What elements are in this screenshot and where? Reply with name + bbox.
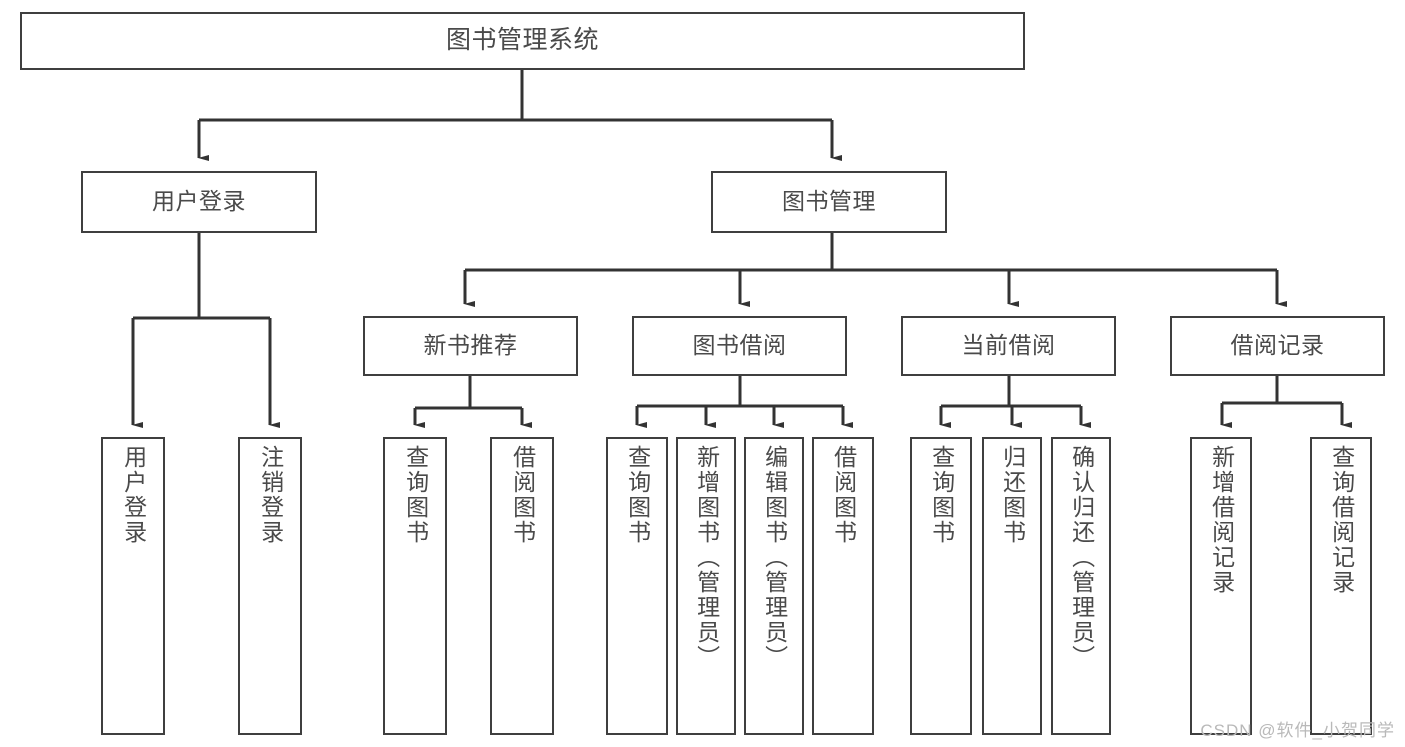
node-leaf-user-login[interactable]: 用户登录 — [101, 437, 165, 735]
node-label: 图书借阅 — [692, 332, 787, 359]
node-user-login[interactable]: 用户登录 — [81, 171, 317, 233]
node-label: 新增借阅记录 — [1208, 445, 1235, 595]
node-label: 查询借阅记录 — [1328, 445, 1355, 595]
node-leaf-logout[interactable]: 注销登录 — [238, 437, 302, 735]
node-label: 图书管理 — [782, 188, 876, 215]
node-leaf-add-book-admin[interactable]: 新增图书（管理员） — [676, 437, 736, 735]
node-label: 注销登录 — [257, 445, 284, 545]
node-label: 编辑图书（管理员） — [761, 445, 788, 670]
node-leaf-query-book-recommend[interactable]: 查询图书 — [383, 437, 447, 735]
node-leaf-query-borrow-record[interactable]: 查询借阅记录 — [1310, 437, 1372, 735]
node-label: 借阅图书 — [830, 445, 857, 545]
node-label: 查询图书 — [624, 445, 651, 545]
node-leaf-query-book-borrow[interactable]: 查询图书 — [606, 437, 668, 735]
node-leaf-edit-book-admin[interactable]: 编辑图书（管理员） — [744, 437, 804, 735]
node-book-borrow[interactable]: 图书借阅 — [632, 316, 847, 376]
node-label: 用户登录 — [152, 188, 246, 215]
node-label: 确认归还（管理员） — [1068, 445, 1095, 670]
node-label: 用户登录 — [120, 445, 147, 545]
node-leaf-add-borrow-record[interactable]: 新增借阅记录 — [1190, 437, 1252, 735]
node-current-borrow[interactable]: 当前借阅 — [901, 316, 1116, 376]
node-label: 图书管理系统 — [445, 26, 599, 55]
node-leaf-return-book[interactable]: 归还图书 — [982, 437, 1042, 735]
node-root-book-management-system[interactable]: 图书管理系统 — [20, 12, 1025, 70]
node-leaf-borrow-book[interactable]: 借阅图书 — [812, 437, 874, 735]
node-label: 归还图书 — [999, 445, 1026, 545]
node-new-book-recommend[interactable]: 新书推荐 — [363, 316, 578, 376]
node-label: 借阅图书 — [509, 445, 536, 545]
node-leaf-confirm-return-admin[interactable]: 确认归还（管理员） — [1051, 437, 1111, 735]
node-label: 查询图书 — [402, 445, 429, 545]
node-label: 当前借阅 — [961, 332, 1056, 359]
csdn-watermark: CSDN @软件_小贺同学 — [1200, 721, 1395, 740]
node-label: 新书推荐 — [423, 332, 518, 359]
node-label: 新增图书（管理员） — [693, 445, 720, 670]
node-leaf-borrow-book-recommend[interactable]: 借阅图书 — [490, 437, 554, 735]
node-book-management[interactable]: 图书管理 — [711, 171, 947, 233]
node-label: 借阅记录 — [1230, 332, 1325, 359]
node-leaf-query-book-current[interactable]: 查询图书 — [910, 437, 972, 735]
node-label: 查询图书 — [928, 445, 955, 545]
node-borrow-record[interactable]: 借阅记录 — [1170, 316, 1385, 376]
